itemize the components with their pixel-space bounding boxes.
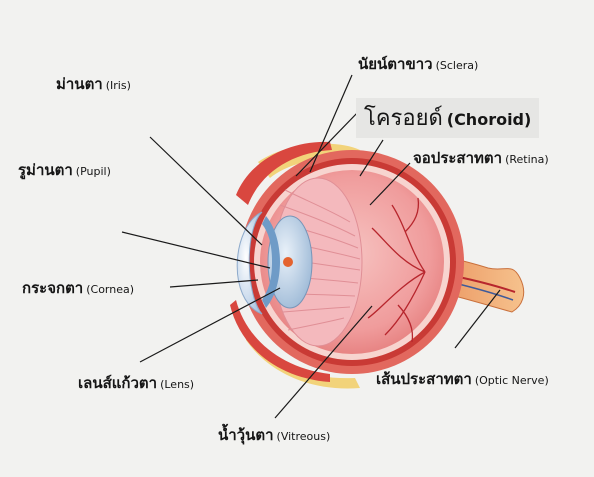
label-lens-english: (Lens)	[160, 378, 194, 391]
label-choroid: โครอยด์(Choroid)	[356, 98, 539, 138]
label-sclera-english: (Sclera)	[436, 59, 479, 72]
label-cornea: กระจกตา(Cornea)	[22, 276, 134, 300]
label-optic-nerve: เส้นประสาทตา(Optic Nerve)	[376, 367, 549, 391]
label-vitreous-thai: น้ำวุ้นตา	[218, 426, 274, 444]
label-iris-thai: ม่านตา	[56, 75, 103, 93]
label-sclera: นัยน์ตาขาว(Sclera)	[358, 52, 478, 76]
label-pupil-thai: รูม่านตา	[18, 161, 73, 179]
label-vitreous: น้ำวุ้นตา(Vitreous)	[218, 423, 330, 447]
pupil-shape	[283, 257, 293, 267]
label-retina-english: (Retina)	[505, 153, 549, 166]
label-iris-english: (Iris)	[106, 79, 131, 92]
label-lens-thai: เลนส์แก้วตา	[78, 374, 157, 392]
label-optic-nerve-thai: เส้นประสาทตา	[376, 370, 472, 388]
label-cornea-thai: กระจกตา	[22, 279, 83, 297]
label-pupil-english: (Pupil)	[76, 165, 111, 178]
label-lens: เลนส์แก้วตา(Lens)	[78, 371, 194, 395]
label-choroid-english: (Choroid)	[447, 110, 532, 129]
label-optic-nerve-english: (Optic Nerve)	[475, 374, 549, 387]
label-sclera-thai: นัยน์ตาขาว	[358, 55, 433, 73]
label-retina-thai: จอประสาทตา	[413, 149, 502, 167]
label-retina: จอประสาทตา(Retina)	[413, 146, 549, 170]
label-choroid-thai: โครอยด์	[364, 106, 443, 131]
label-iris: ม่านตา(Iris)	[56, 72, 131, 96]
label-vitreous-english: (Vitreous)	[277, 430, 331, 443]
label-pupil: รูม่านตา(Pupil)	[18, 158, 111, 182]
label-cornea-english: (Cornea)	[86, 283, 134, 296]
